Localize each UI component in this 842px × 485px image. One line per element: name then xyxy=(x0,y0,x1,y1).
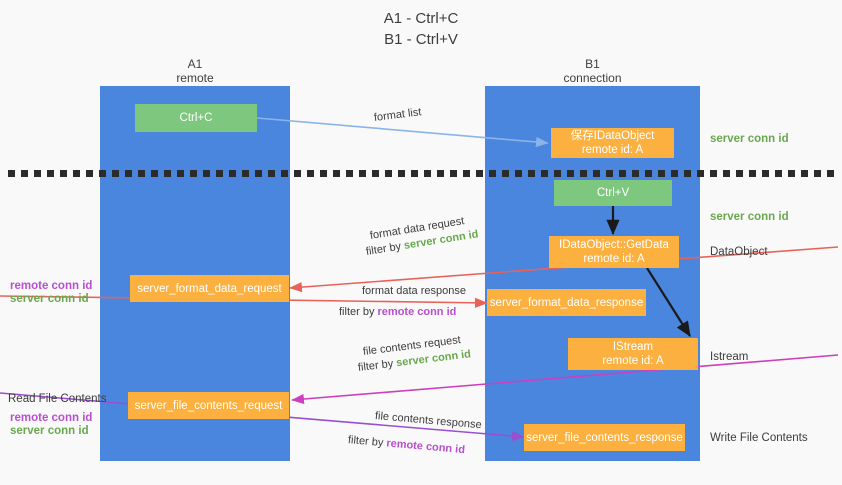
title-line-2: B1 - Ctrl+V xyxy=(384,31,458,48)
edge-label-file-contents-response-filter: filter by remote conn id xyxy=(347,433,465,457)
note-istream: Istream xyxy=(710,351,749,363)
filter-prefix: filter by xyxy=(339,306,378,318)
node-save-dataobject-line2: remote id: A xyxy=(581,144,644,156)
edge-label-format-data-response: format data response xyxy=(362,285,466,297)
node-server-file-contents-response-label: server_file_contents_response xyxy=(526,431,683,444)
note-read-file-contents: Read File Contents xyxy=(8,393,107,405)
note-write-file-contents: Write File Contents xyxy=(710,432,808,444)
filter-value-remote-conn-id: remote conn id xyxy=(377,306,457,318)
node-istream-line2: remote id: A xyxy=(602,355,664,367)
note-file-remote-conn-id: remote conn id xyxy=(10,412,93,424)
node-istream[interactable]: IStream remote id: A xyxy=(568,338,698,370)
column-a1-name: A1 xyxy=(187,57,203,71)
node-server-format-data-response-label: server_format_data_response xyxy=(489,296,644,309)
page-title: A1 - Ctrl+C B1 - Ctrl+V xyxy=(0,8,842,50)
node-server-format-data-request-label: server_format_data_request xyxy=(137,282,282,295)
filter-prefix: filter by xyxy=(347,434,387,450)
note-server-conn-id-mid: server conn id xyxy=(710,211,789,223)
node-getdata-line2: remote id: A xyxy=(583,253,645,265)
edge-label-format-list: format list xyxy=(373,106,423,124)
filter-prefix: filter by xyxy=(357,357,397,374)
node-server-format-data-response[interactable]: server_format_data_response xyxy=(487,289,646,316)
filter-value-remote-conn-id: remote conn id xyxy=(385,437,466,457)
node-getdata[interactable]: IDataObject::GetData remote id: A xyxy=(549,236,679,268)
node-istream-line1: IStream xyxy=(612,341,654,353)
node-ctrl-c[interactable]: Ctrl+C xyxy=(135,104,257,132)
note-server-conn-id-top: server conn id xyxy=(710,133,789,145)
column-a1-sub: remote xyxy=(176,71,214,85)
note-format-remote-conn-id: remote conn id xyxy=(10,280,93,292)
note-file-server-conn-id: server conn id xyxy=(10,425,89,437)
note-format-server-conn-id: server conn id xyxy=(10,293,89,305)
node-ctrl-v[interactable]: Ctrl+V xyxy=(554,180,672,206)
node-server-file-contents-request-label: server_file_contents_request xyxy=(134,399,283,412)
node-ctrl-v-label: Ctrl+V xyxy=(596,187,630,199)
node-server-file-contents-request[interactable]: server_file_contents_request xyxy=(128,392,289,419)
node-save-dataobject[interactable]: 保存IDataObject remote id: A xyxy=(551,128,674,158)
edge-label-format-data-response-filter: filter by remote conn id xyxy=(339,305,456,319)
column-b1-sub: connection xyxy=(563,71,622,85)
note-dataobject: DataObject xyxy=(710,246,768,258)
node-save-dataobject-line1: 保存IDataObject xyxy=(570,130,655,142)
phase-divider xyxy=(8,170,836,177)
node-server-format-data-request[interactable]: server_format_data_request xyxy=(130,275,289,302)
title-line-1: A1 - Ctrl+C xyxy=(383,10,459,27)
column-b1-name: B1 xyxy=(585,57,600,71)
column-header-b1: B1 connection xyxy=(485,57,700,85)
node-getdata-line1: IDataObject::GetData xyxy=(559,239,669,251)
node-server-file-contents-response[interactable]: server_file_contents_response xyxy=(524,424,685,451)
edge-label-file-contents-response: file contents response xyxy=(374,410,483,432)
node-ctrl-c-label: Ctrl+C xyxy=(179,112,213,124)
column-header-a1: A1 remote xyxy=(100,57,290,85)
